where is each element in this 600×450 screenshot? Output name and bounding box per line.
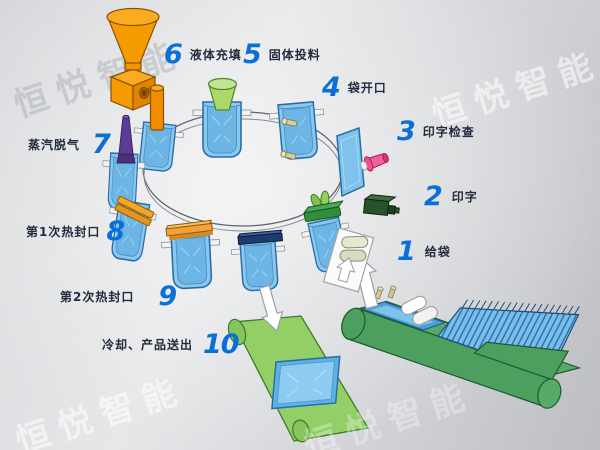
conveyor-side-wall [473, 341, 570, 381]
transfer-bag [322, 227, 375, 293]
arrow-up-in-bag [336, 257, 356, 283]
pouch-bag-open [267, 100, 329, 162]
seal-bar-navy [237, 229, 284, 246]
outfeed-conveyor [227, 315, 370, 443]
liquid-hopper [106, 7, 165, 131]
pouch-print-side [336, 126, 365, 198]
white-roller-2 [412, 306, 438, 326]
bag-pins [374, 285, 397, 300]
pouch-cooling [230, 238, 289, 293]
pouch-on-outfeed [271, 355, 341, 410]
arrow-down-to-outfeed [258, 284, 284, 333]
pouch-heat-seal-2 [160, 230, 223, 291]
printer-head [362, 194, 400, 216]
steam-nozzle [116, 114, 136, 164]
seal-bar-2-orange [165, 219, 214, 241]
bag-load-gripper [302, 190, 344, 223]
infeed-conveyor [341, 285, 582, 409]
bag-open-grippers [280, 117, 298, 160]
bag-stack-edges [462, 299, 580, 315]
print-inspect-camera [360, 152, 389, 172]
seal-bars-1 [114, 196, 155, 227]
solid-feed-funnel [207, 77, 238, 111]
white-roller-1 [401, 295, 427, 315]
